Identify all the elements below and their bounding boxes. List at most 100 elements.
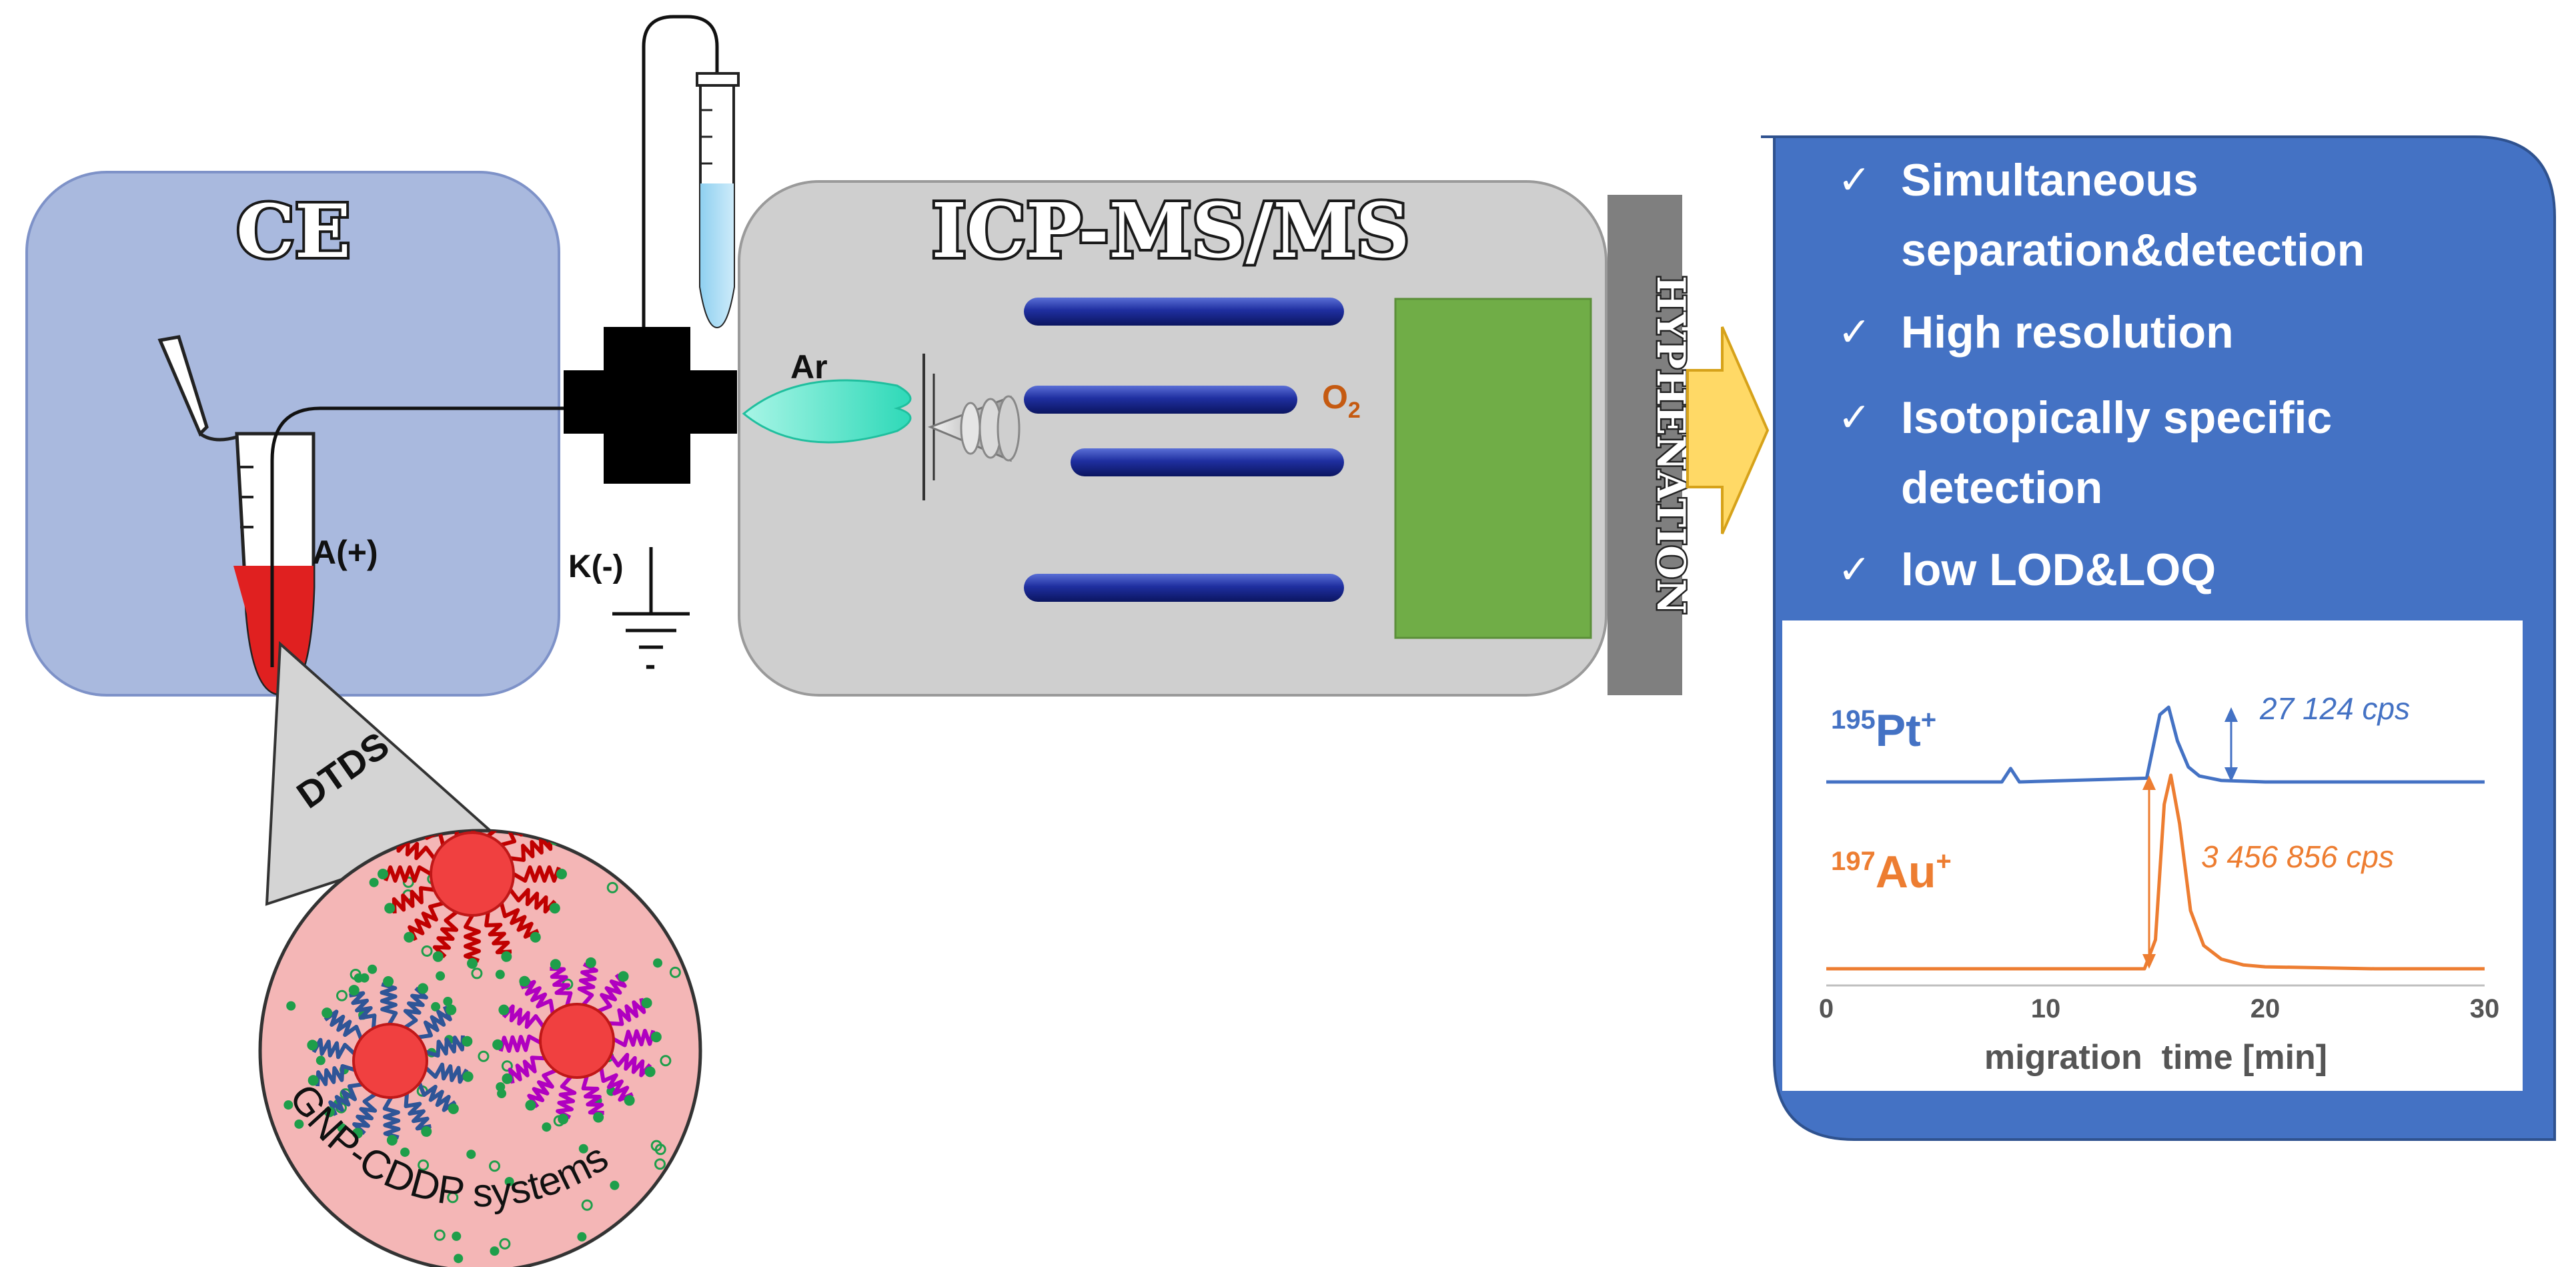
bound-drug [386, 1134, 398, 1146]
hyphenation-rect [1607, 195, 1682, 695]
ligand-chain [512, 865, 561, 883]
sheath-liquid-vial [642, 15, 740, 329]
bound-drug [644, 1066, 656, 1078]
drug-molecule-dot [443, 997, 453, 1007]
ligand-chain [392, 886, 435, 914]
drug-molecule-ring [418, 1159, 430, 1171]
ligand-chain [349, 991, 377, 1029]
drug-molecule-ring [499, 1238, 511, 1250]
reaction-gas-label: O2 [1322, 378, 1361, 423]
au-peak-annotation: 3 456 856 cps [2201, 839, 2394, 874]
bound-drug [558, 1114, 569, 1125]
inset-particles [283, 831, 681, 1264]
drug-molecule-dot [294, 1119, 304, 1129]
bound-drug [307, 1075, 319, 1086]
ligand-chain [609, 997, 646, 1026]
bound-drug [502, 1073, 513, 1084]
bound-drug [556, 869, 567, 879]
inset-circle [258, 829, 702, 1267]
drug-molecule-dot [466, 1150, 476, 1160]
bound-drug [593, 1112, 604, 1123]
ligand-chain [486, 831, 512, 838]
drug-molecule-ring [654, 1144, 666, 1156]
bound-drug [624, 1095, 635, 1106]
x-tick-label: 10 [2031, 994, 2061, 1023]
quadrupole-rod [1024, 298, 1344, 326]
ligand-chain [612, 1029, 656, 1047]
vial-cap-hinge [199, 432, 237, 442]
bound-drug [519, 975, 530, 987]
cone-rim [960, 402, 981, 455]
quadrupole-rod [1024, 386, 1297, 414]
ligand-chain [581, 1076, 604, 1116]
bound-drug [352, 1128, 363, 1139]
x-tick-label: 20 [2250, 994, 2281, 1023]
ligand-chain [403, 986, 428, 1029]
bound-drug [462, 1035, 473, 1047]
au-trace-label: 197Au+ [1831, 847, 1952, 897]
pt-trace-label: 195Pt+ [1831, 705, 1936, 756]
ligand-chain [382, 1096, 401, 1140]
ligand-chain [315, 1064, 356, 1087]
drug-molecule-dot [490, 1246, 500, 1256]
sheath-vial-liquid [700, 183, 734, 327]
drug-molecule-ring [447, 1192, 459, 1204]
drug-molecule-dot [286, 1001, 296, 1011]
detector-block [1394, 298, 1592, 639]
ligand-chain [464, 914, 481, 963]
x-axis-label: migration time [min] [1984, 1038, 2327, 1077]
drug-molecule-dot [578, 1144, 588, 1154]
drug-molecule-ring [471, 967, 483, 979]
drug-molecule-dot [504, 1176, 514, 1186]
trace-pt [1826, 705, 2485, 784]
cross-shape [564, 327, 737, 484]
bullet-1-line-1: Simultaneous [1901, 155, 2198, 205]
ce-title: CE [236, 188, 350, 274]
ligand-chain [527, 1068, 557, 1108]
drug-molecule-dot [496, 1082, 506, 1092]
gold-nanoparticle-core [430, 831, 515, 917]
check-icon: ✓ [1838, 310, 1871, 354]
check-icon: ✓ [1838, 395, 1871, 440]
trace-au [1826, 773, 2485, 971]
bullet-4-line-1: low LOD&LOQ [1901, 544, 2216, 595]
bound-drug [525, 1100, 536, 1111]
sheath-line [642, 15, 719, 327]
drug-molecule-dot [337, 1123, 347, 1133]
x-tick-label: 0 [1819, 994, 1834, 1023]
ligand-chain [408, 901, 444, 941]
ligand-chain [424, 1062, 469, 1084]
ligand-chain [510, 834, 553, 862]
ground-minus-label: - [645, 647, 656, 683]
yellow-arrow [1686, 326, 1770, 534]
bound-drug [492, 1039, 504, 1050]
bullet-1-line-2: separation&detection [1901, 225, 2365, 276]
ligand-chain [432, 910, 459, 959]
ligand-chain [404, 1093, 432, 1131]
drug-molecule-ring [488, 1160, 500, 1172]
anode-label: A(+) [312, 534, 378, 571]
ligand-chain [508, 887, 557, 914]
bound-drug [618, 971, 629, 982]
ligand-chain [311, 1037, 356, 1060]
quadrupole-rod [1024, 574, 1344, 602]
drug-molecule-dot [431, 1001, 441, 1011]
ligand-chain [499, 903, 540, 939]
drug-molecule-dot [436, 971, 446, 981]
bound-drug [467, 958, 478, 969]
drug-molecule-dot [542, 1122, 552, 1132]
pt-peak-annotation: 27 124 cps [2259, 691, 2410, 726]
bound-drug [448, 1103, 459, 1114]
ligand-chain [520, 979, 555, 1014]
drug-molecule-dot [653, 958, 663, 968]
ligand-chain [550, 966, 573, 1006]
ligand-chain [498, 1034, 542, 1053]
ligand-chain [418, 1005, 452, 1039]
bullet-3-line-1: Isotopically specific [1901, 392, 2332, 443]
drug-molecule-dot [452, 1231, 462, 1241]
inset-nanoparticles: DTDS GNP-CDDP systems [258, 641, 702, 1267]
drug-molecule-ring [669, 966, 681, 978]
capillary [270, 406, 567, 667]
